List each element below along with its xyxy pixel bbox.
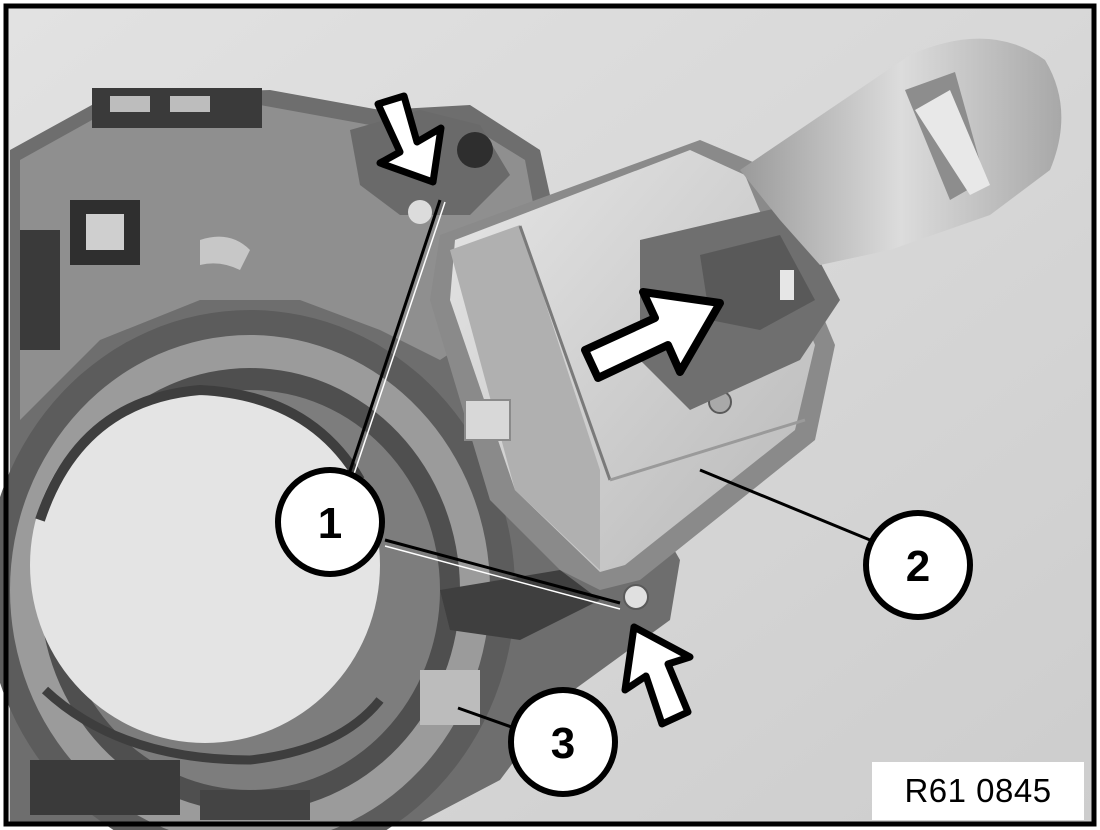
leader-lines <box>345 199 871 732</box>
figure-reference-label: R61 0845 <box>872 762 1084 820</box>
arrow-insert-direction <box>581 288 724 382</box>
center-bore <box>30 387 380 743</box>
callout-1-label: 1 <box>318 499 342 548</box>
figure-frame <box>3 3 1097 827</box>
callout-3: 3 <box>508 687 618 797</box>
arrow-top-down <box>374 92 445 186</box>
callout-2-label: 2 <box>906 542 930 591</box>
callout-1: 1 <box>275 467 385 577</box>
callout-3-label: 3 <box>551 719 575 768</box>
callout-2: 2 <box>863 510 973 620</box>
stalk-lever <box>740 38 1062 266</box>
arrow-bottom-up <box>621 623 694 728</box>
